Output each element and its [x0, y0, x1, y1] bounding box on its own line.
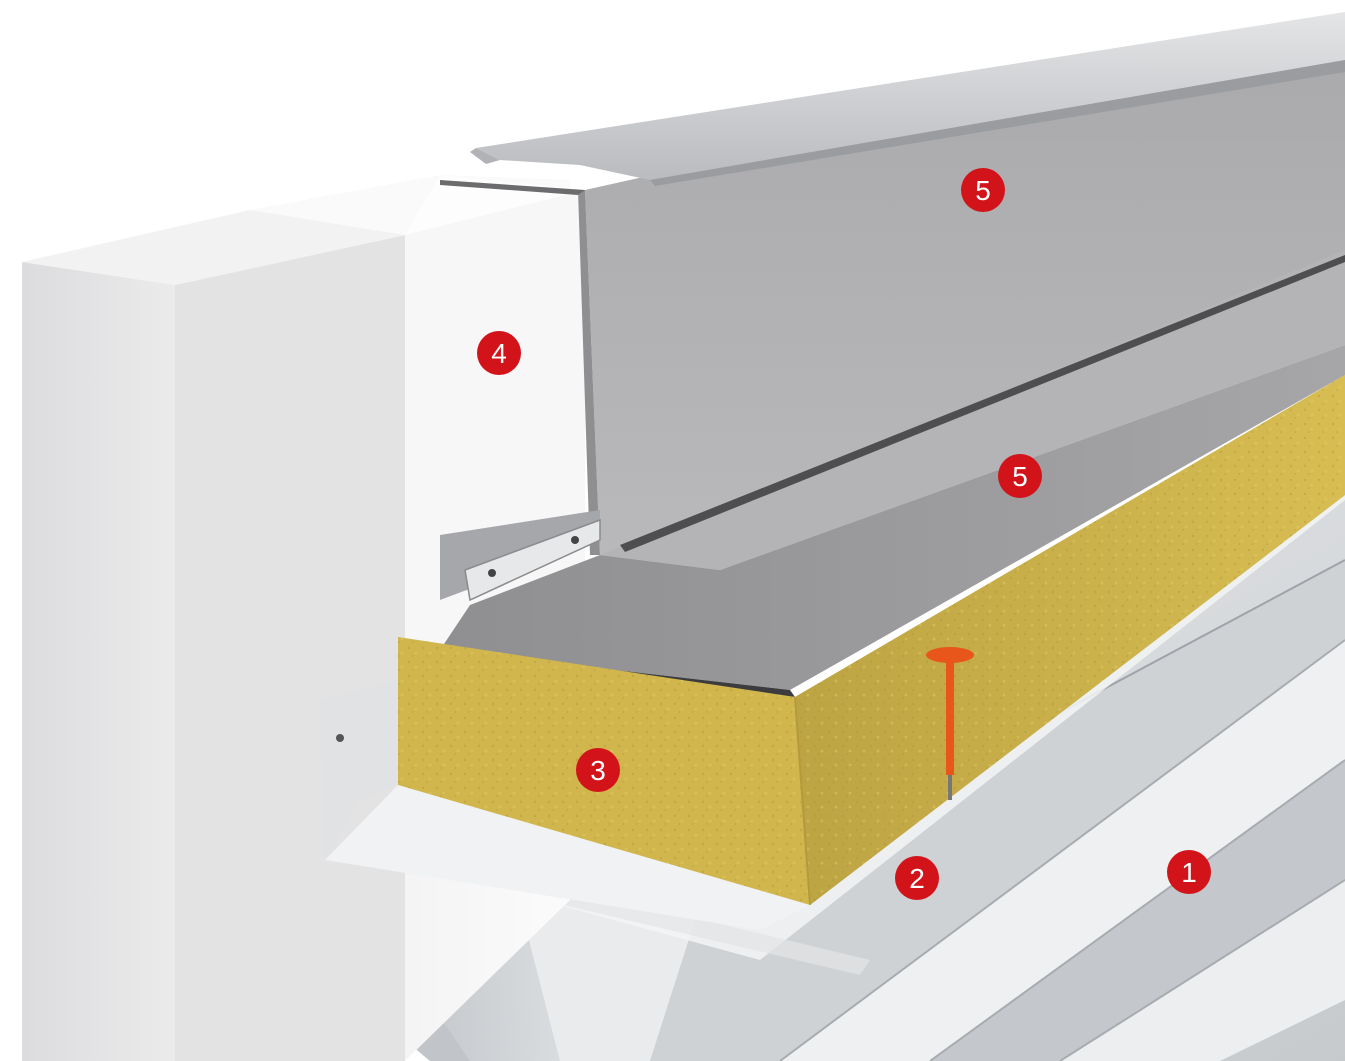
metal-capping	[470, 12, 1345, 186]
marker-label: 5	[1012, 461, 1028, 492]
perimeter-angle	[320, 680, 810, 930]
marker-label: 2	[909, 863, 925, 894]
marker-circle	[576, 748, 620, 792]
marker-label: 5	[975, 175, 991, 206]
fastener	[926, 647, 974, 800]
marker-circle	[998, 454, 1042, 498]
termination-bar	[440, 510, 601, 602]
marker-circle	[1167, 850, 1211, 894]
marker-label: 4	[491, 338, 507, 369]
membrane-flat-upper	[600, 250, 1345, 570]
marker-circle	[895, 856, 939, 900]
marker-label: 1	[1181, 857, 1197, 888]
marker-upstand: 4	[477, 331, 521, 375]
marker-circle	[961, 168, 1005, 212]
marker-vapour: 2	[895, 856, 939, 900]
callout-markers: 1 2 3 4 5 5	[477, 168, 1211, 900]
marker-deck: 1	[1167, 850, 1211, 894]
marker-circle	[477, 331, 521, 375]
marker-label: 3	[590, 755, 606, 786]
marker-membrane-upper: 5	[961, 168, 1005, 212]
marker-insulation: 3	[576, 748, 620, 792]
marker-membrane-lower: 5	[998, 454, 1042, 498]
